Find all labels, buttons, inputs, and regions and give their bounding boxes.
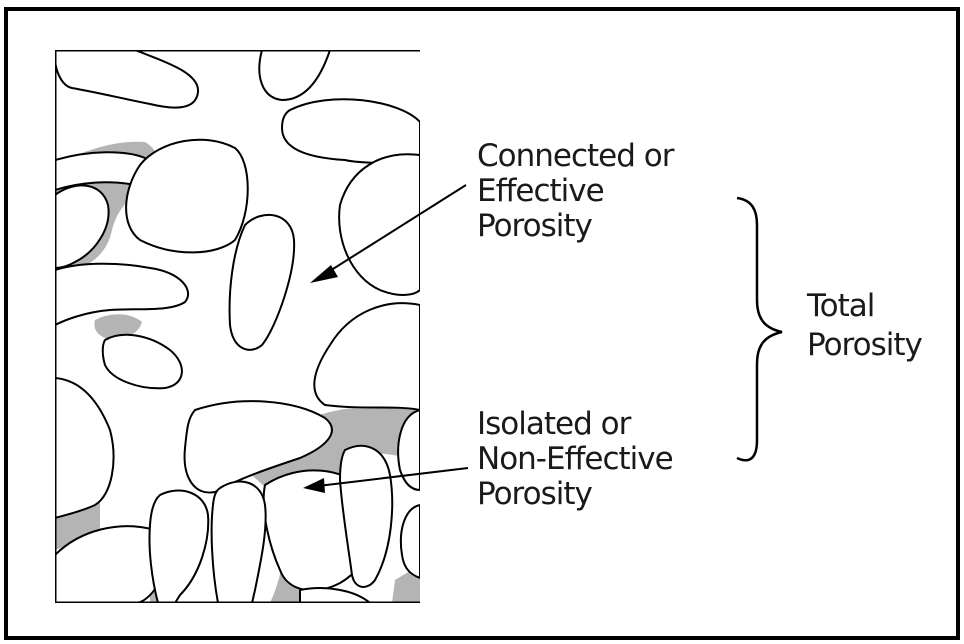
label-connected-line3: Porosity xyxy=(477,208,593,244)
grain xyxy=(259,50,330,100)
label-isolated-line1: Isolated or xyxy=(477,406,632,442)
grain xyxy=(401,505,420,578)
grain xyxy=(212,482,266,603)
isolated-porosity-label: Isolated or Non-Effective Porosity xyxy=(477,406,673,512)
label-total-line1: Total xyxy=(806,288,874,324)
grain xyxy=(149,491,208,603)
grain xyxy=(314,303,420,410)
grain xyxy=(300,588,370,603)
label-isolated-line2: Non-Effective xyxy=(477,441,673,477)
grain xyxy=(103,335,182,388)
total-porosity-brace xyxy=(737,198,782,460)
label-connected-line2: Effective xyxy=(477,173,604,209)
label-connected-line1: Connected or xyxy=(477,138,675,174)
total-porosity-label: Total Porosity xyxy=(806,288,923,363)
connected-porosity-label: Connected or Effective Porosity xyxy=(477,138,675,244)
rock-sample xyxy=(55,50,420,603)
label-isolated-line3: Porosity xyxy=(477,476,593,512)
grain xyxy=(55,50,198,108)
grain xyxy=(339,154,420,295)
grain xyxy=(55,185,109,268)
grain xyxy=(230,215,295,350)
label-total-line2: Porosity xyxy=(807,327,923,363)
grain xyxy=(55,378,114,518)
